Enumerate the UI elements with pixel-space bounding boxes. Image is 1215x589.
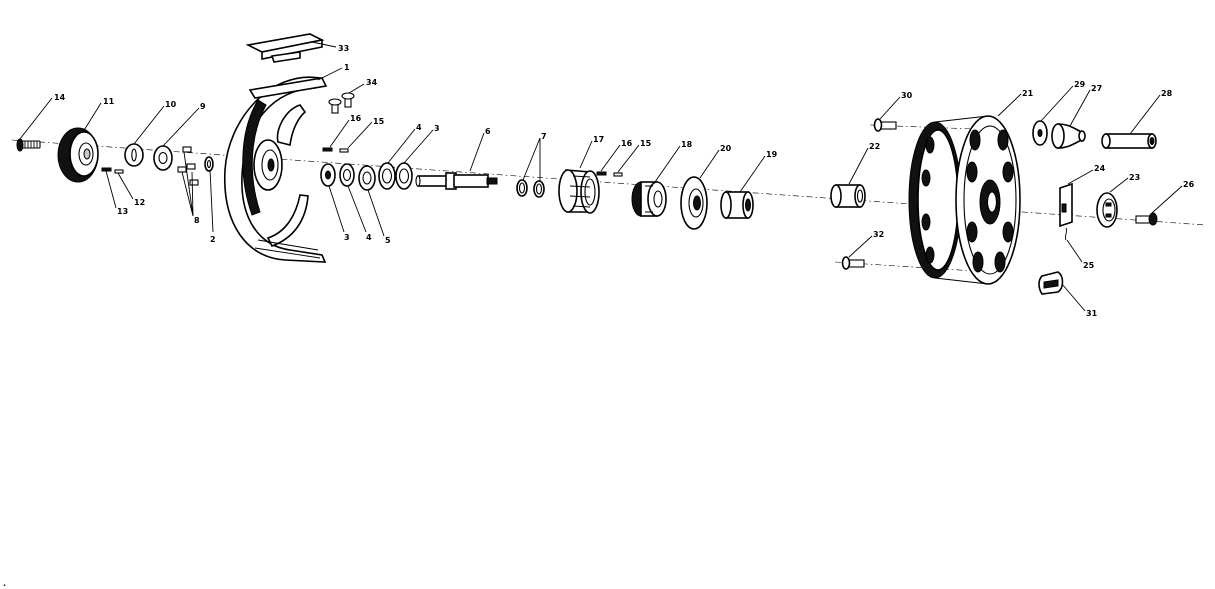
label-34: 34 [366, 78, 378, 87]
label-23: 23 [1129, 173, 1140, 182]
label-31: 31 [1086, 309, 1098, 318]
label-4a: 4 [366, 233, 372, 242]
label-9: 9 [200, 102, 206, 111]
part-16-15-spring-pin [323, 148, 348, 152]
label-8: 8 [194, 216, 200, 225]
part-26-screw [1136, 213, 1157, 225]
part-27-handle [1052, 124, 1085, 148]
part-2-nut [205, 157, 213, 171]
label-25: 25 [1083, 261, 1095, 270]
label-26: 26 [1183, 180, 1195, 189]
label-1: 1 [344, 63, 350, 72]
label-15b: 15 [640, 139, 652, 148]
label-24: 24 [1094, 164, 1106, 173]
part-22-bushing [831, 185, 865, 207]
part-10-washer [125, 144, 143, 166]
label-14: 14 [54, 93, 66, 102]
label-18: 18 [681, 140, 693, 149]
label-19: 19 [766, 150, 778, 159]
label-22: 22 [869, 142, 880, 151]
label-28: 28 [1161, 89, 1173, 98]
label-2: 2 [210, 235, 216, 244]
part-23-cap [1097, 193, 1117, 227]
part-29-washer [1033, 121, 1047, 145]
part-17-drag-housing [559, 170, 599, 213]
label-21: 21 [1022, 89, 1034, 98]
label-3a: 3 [344, 233, 350, 242]
label-3b: 3 [434, 124, 440, 133]
part-31-knob [1039, 272, 1063, 294]
part-16-15-spring-pin-2 [597, 172, 622, 176]
label-4b: 4 [416, 123, 422, 132]
part-6-spindle [416, 173, 497, 189]
label-5: 5 [385, 236, 391, 245]
part-1-frame [225, 77, 326, 262]
label-6: 6 [485, 127, 491, 136]
part-18-bearing [632, 182, 666, 216]
label-12: 12 [134, 198, 145, 207]
label-15a: 15 [373, 117, 385, 126]
part-19-bushing [721, 192, 753, 218]
label-10: 10 [165, 100, 177, 109]
part-21-spool [909, 116, 1020, 284]
label-27: 27 [1091, 84, 1102, 93]
label-16b: 16 [621, 139, 633, 148]
label-33: 33 [338, 44, 349, 53]
part-7-o-rings [517, 180, 544, 197]
part-24-25-clip-spring [1060, 184, 1072, 240]
label-20: 20 [720, 144, 732, 153]
label-16a: 16 [350, 114, 362, 123]
label-32: 32 [873, 230, 884, 239]
label-29: 29 [1074, 80, 1086, 89]
part-34-screws [329, 93, 354, 113]
part-32-screw [843, 257, 865, 269]
label-30: 30 [901, 91, 913, 100]
corner-mark: . [3, 579, 6, 588]
part-3-4-5-washers [321, 163, 412, 190]
part-30-screw [875, 119, 897, 131]
label-11: 11 [103, 97, 115, 106]
part-14-screw [17, 139, 40, 151]
label-17: 17 [593, 135, 604, 144]
label-13: 13 [117, 207, 128, 216]
part-33-reel-foot [248, 34, 322, 62]
part-13-12-spring-pin [102, 168, 123, 173]
part-20-drag-knob [681, 177, 707, 229]
part-9-washer [154, 146, 172, 170]
label-7: 7 [541, 132, 547, 141]
part-28-handle-sleeve [1102, 134, 1156, 148]
part-11-knurled-cap [58, 128, 98, 182]
